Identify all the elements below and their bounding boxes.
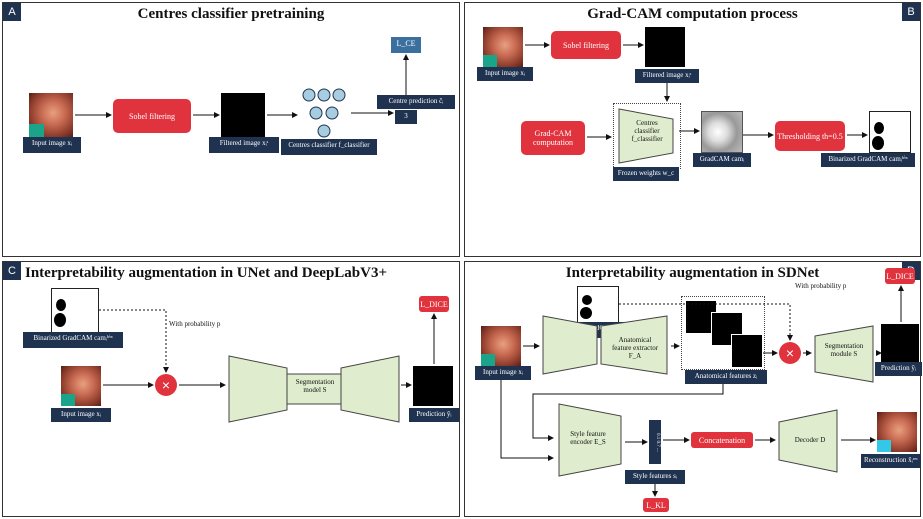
panel-letter-c: C <box>3 262 21 280</box>
classifier-label-a: Centres classifier f_classifier <box>281 139 377 155</box>
input-label-a: Input image xᵢ <box>23 137 81 153</box>
panel-a: A Centres classifier pretraining Input i… <box>2 2 460 257</box>
multiply-icon-c: × <box>155 374 177 396</box>
seg-model-label-c: Segmentation model S <box>295 378 335 394</box>
arrows-a <box>75 54 409 118</box>
panel-b: B Grad-CAM computation process Input ima… <box>464 2 921 257</box>
reconstruction-image-d <box>877 412 917 452</box>
loss-dice-d: L_DICE <box>885 268 915 284</box>
input-label-c: Input image xᵢ <box>51 408 111 422</box>
cam-label-b: GradCAM camᵢ <box>693 153 751 167</box>
panel-title-d: Interpretability augmentation in SDNet <box>565 265 820 281</box>
arrows-d <box>500 285 904 497</box>
input-image-c <box>61 366 101 406</box>
classifier-label-b: Centres classifier f_classifier <box>631 119 663 143</box>
classifier-shape-b <box>615 107 677 165</box>
input-image-a <box>29 93 73 137</box>
input-image-d <box>481 326 521 366</box>
style-vector-d: 0.1 0.7 ... <box>649 420 661 464</box>
prob-label-d: With probability p <box>795 282 847 290</box>
loss-ce-a: L_CE <box>391 37 421 53</box>
frozen-label-b: Frozen weights w_c <box>613 167 679 181</box>
decoder-shape-d <box>777 408 841 474</box>
arrows-c <box>99 309 437 388</box>
prediction-label-d: Prediction ŷᵢ <box>875 362 922 376</box>
filtered-label-b: Filtered image xᵢˢ <box>635 69 699 83</box>
sobel-box-b: Sobel filtering <box>551 31 621 59</box>
filtered-label-a: Filtered image xᵢˢ <box>209 137 279 153</box>
binarized-image-d <box>577 286 619 324</box>
panel-c: C Interpretability augmentation in UNet … <box>2 261 460 517</box>
binarized-image-c <box>51 288 99 334</box>
prediction-image-d <box>881 324 919 362</box>
input-label-b: Input image xᵢ <box>477 67 533 81</box>
extractor-label-d: Anatomical feature extractor F_A <box>611 336 659 360</box>
arrows-b <box>525 42 868 140</box>
threshold-box-b: Thresholding th=0.5 <box>775 121 845 151</box>
decoder-label-d: Decoder D <box>794 436 826 444</box>
binarized-image-b <box>869 111 911 153</box>
input-image-b <box>483 27 523 67</box>
input-label-d: Input image xᵢ <box>475 366 531 380</box>
filtered-image-b <box>645 27 685 67</box>
anat-features-label-d: Anatomical features zᵢ <box>685 370 767 384</box>
prediction-label-c: Prediction ŷᵢ <box>409 408 459 422</box>
multiply-icon-d: × <box>779 342 801 364</box>
loss-kl-d: L_KL <box>643 498 669 512</box>
style-encoder-label-d: Style feature encoder E_S <box>570 430 606 446</box>
gradcam-image-b <box>701 111 743 153</box>
style-features-label-d: Style features sᵢ <box>625 470 685 484</box>
seg-module-shape-d <box>813 324 877 384</box>
panel-title-b: Grad-CAM computation process <box>587 6 798 22</box>
centre-pred-label-a: Centre prediction ĉᵢ <box>377 95 455 109</box>
panel-d: D Interpretability augmentation in SDNet… <box>464 261 922 517</box>
prob-label-c: With probability p <box>169 320 221 328</box>
loss-dice-c: L_DICE <box>419 296 449 312</box>
binarized-label-b: Binarized GradCAM camᵢᵇⁱⁿ <box>821 153 915 167</box>
classifier-network-a <box>299 87 349 139</box>
concat-box-d: Concatenation <box>691 432 753 448</box>
panel-title-a: Centres classifier pretraining <box>137 6 325 22</box>
sobel-box-a: Sobel filtering <box>113 99 191 133</box>
binarized-label-c: Binarized GradCAM camᵢᵇⁱⁿ <box>23 332 123 348</box>
seg-module-label-d: Segmentation module S <box>824 342 864 358</box>
feature-map-3-d <box>731 334 763 368</box>
prediction-image-c <box>413 366 453 406</box>
style-encoder-shape-d <box>555 402 625 478</box>
seg-model-shape-c <box>227 352 403 426</box>
gradcam-box-b: Grad-CAM computation <box>521 121 585 155</box>
panel-letter-b: B <box>902 3 920 21</box>
panel-title-c: Interpretability augmentation in UNet an… <box>25 265 388 281</box>
extractor-shape-d <box>541 312 671 378</box>
features-frame-d <box>681 296 765 370</box>
filtered-image-a <box>221 93 265 137</box>
reconstruction-label-d: Reconstruction x̂ᵢʳᵉᶜ <box>861 454 921 468</box>
panel-letter-a: A <box>3 3 21 21</box>
centre-value-a: 3 <box>395 110 417 124</box>
